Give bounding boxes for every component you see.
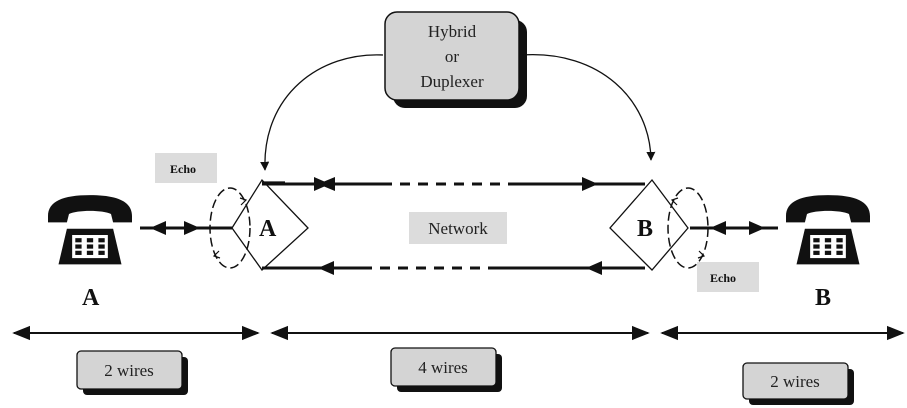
svg-text:Echo: Echo bbox=[710, 271, 736, 285]
svg-text:2 wires: 2 wires bbox=[104, 361, 154, 380]
two-wire-line-left bbox=[140, 221, 232, 235]
phone-b-label: B bbox=[815, 285, 831, 311]
hybrid-b: B bbox=[609, 178, 709, 271]
segment-label-middle: 4 wires bbox=[390, 347, 502, 392]
hybrid-box-line2: or bbox=[445, 47, 460, 66]
svg-text:Echo: Echo bbox=[170, 162, 196, 176]
hybrid-a: A bbox=[209, 178, 309, 271]
segment-label-left: 2 wires bbox=[76, 350, 188, 395]
svg-text:Network: Network bbox=[428, 219, 488, 238]
phone-a-label: A bbox=[82, 285, 100, 311]
svg-text:2 wires: 2 wires bbox=[770, 372, 820, 391]
echo-label-right: Echo bbox=[697, 262, 759, 292]
network-label: Network bbox=[409, 212, 507, 244]
telephone-b-icon bbox=[786, 195, 870, 265]
telephone-a-icon bbox=[48, 195, 132, 265]
segment-label-right: 2 wires bbox=[742, 362, 854, 405]
network-path-lower bbox=[262, 261, 645, 275]
network-path-upper bbox=[262, 177, 645, 191]
svg-text:4 wires: 4 wires bbox=[418, 358, 468, 377]
hybrid-duplexer-box: Hybrid or Duplexer bbox=[384, 11, 527, 108]
hybrid-box-line1: Hybrid bbox=[428, 22, 477, 41]
hybrid-box-line3: Duplexer bbox=[420, 72, 484, 91]
echo-label-left: Echo bbox=[155, 153, 217, 183]
hybrid-a-label: A bbox=[259, 216, 277, 242]
hybrid-b-label: B bbox=[637, 216, 653, 242]
two-wire-line-right bbox=[690, 221, 778, 235]
curve-arrow-left bbox=[260, 54, 384, 171]
curve-arrow-right bbox=[521, 54, 656, 161]
